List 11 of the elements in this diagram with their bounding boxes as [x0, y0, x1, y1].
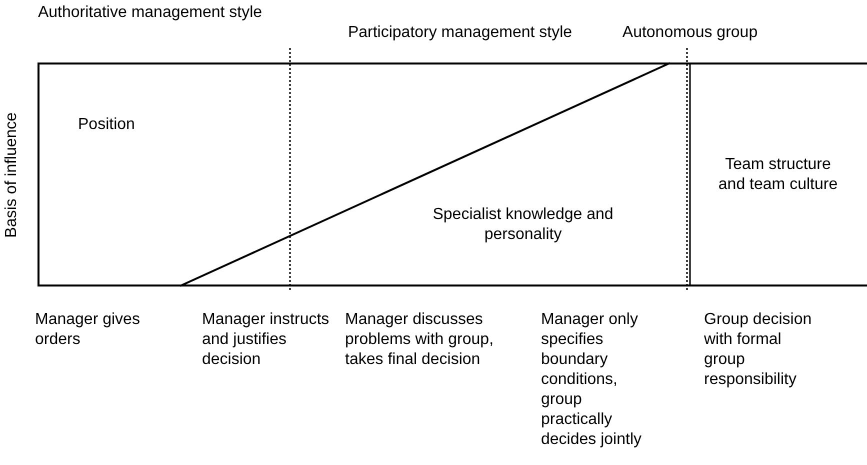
- column-heading: Authoritative management style: [36, 3, 264, 23]
- stage-description: Manager only specifies boundary conditions, group practically decides jointly: [541, 310, 642, 450]
- column-heading: Autonomous group: [621, 23, 759, 43]
- region-label: Team structure and team culture: [718, 155, 838, 195]
- axis-label: Basis of influence: [2, 112, 21, 238]
- stage-description: Manager instructs and justifies decision: [202, 310, 330, 370]
- region-label: Position: [78, 115, 136, 135]
- stage-description: Manager discusses problems with group, takes final decision: [345, 310, 495, 370]
- stage-description: Group decision with formal group responsibility: [704, 310, 813, 390]
- stage-description: Manager gives orders: [35, 310, 141, 350]
- region-label: Specialist knowledge and personality: [432, 205, 614, 245]
